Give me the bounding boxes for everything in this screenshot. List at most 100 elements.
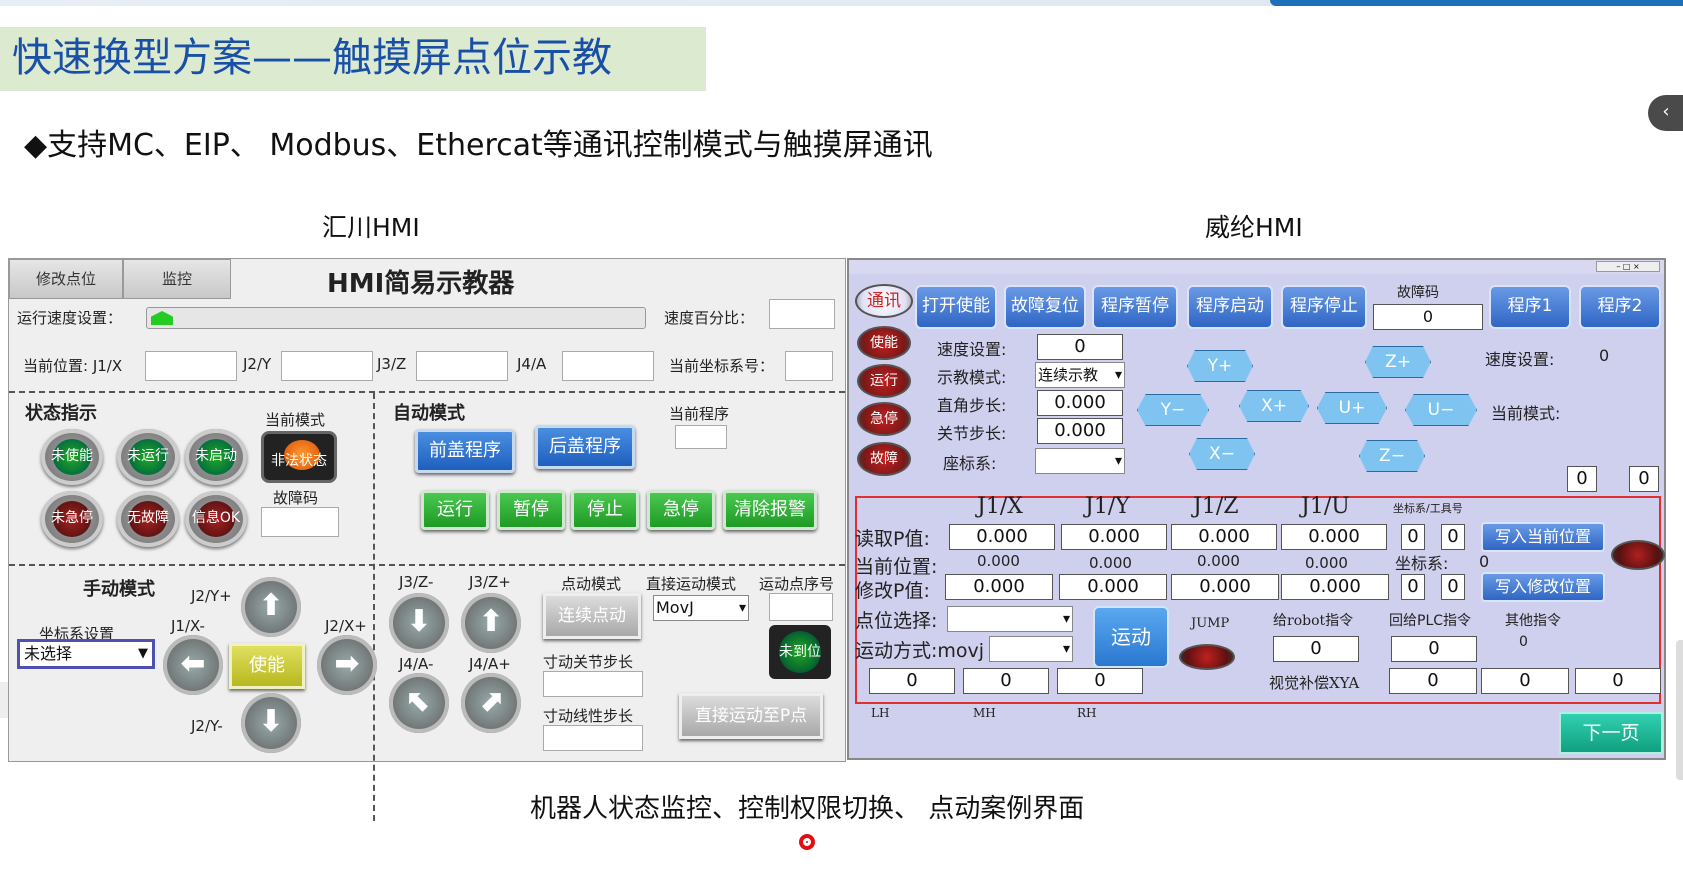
stop-button[interactable]: 停止	[571, 490, 639, 530]
speed-field[interactable]: 0	[1037, 334, 1123, 360]
jog-z-minus-button[interactable]: Z−	[1359, 440, 1425, 472]
speed-percent-field[interactable]	[769, 299, 835, 329]
modify-p-j1[interactable]: 0.000	[945, 574, 1053, 600]
arrow-up-icon: ⬆	[478, 604, 504, 639]
direct-move-select[interactable]: MovJ	[653, 595, 749, 621]
j2x-plus-label: J2/X+	[325, 617, 367, 635]
speed-percent-label: 速度百分比：	[664, 309, 755, 327]
lamp-label: 未急停	[51, 510, 93, 526]
enable-button[interactable]: 使能	[229, 643, 305, 689]
cart-step-field[interactable]: 0.000	[1037, 390, 1123, 416]
read-p-j4[interactable]: 0.000	[1281, 524, 1387, 550]
read-coord-field[interactable]: 0	[1401, 524, 1425, 550]
read-tool-field[interactable]: 0	[1441, 524, 1465, 550]
modify-tool-field[interactable]: 0	[1441, 574, 1465, 600]
jog-x-minus-button[interactable]: X−	[1189, 438, 1255, 470]
small-field-2[interactable]: 0	[1629, 466, 1659, 492]
j4-minus-button[interactable]: ⬉	[389, 673, 449, 733]
lh-field[interactable]: 0	[869, 668, 955, 694]
laser-pointer-icon	[799, 834, 815, 850]
read-p-j2[interactable]: 0.000	[1061, 524, 1167, 550]
back-cover-program-button[interactable]: 后盖程序	[535, 425, 635, 469]
j3-plus-button[interactable]: ⬆	[461, 593, 521, 653]
j4-plus-button[interactable]: ⬈	[461, 673, 521, 733]
modify-coord-field[interactable]: 0	[1401, 574, 1425, 600]
arrival-text: 未到位	[779, 644, 821, 660]
jog-mode-label: 点动模式	[561, 575, 622, 593]
continuous-jog-button[interactable]: 连续点动	[543, 593, 641, 639]
fault-code-field[interactable]	[261, 507, 339, 537]
program-stop-button[interactable]: 程序停止	[1281, 285, 1367, 329]
speed-slider[interactable]	[146, 307, 646, 329]
j3-minus-button[interactable]: ⬇	[389, 593, 449, 653]
divider	[373, 393, 375, 821]
teach-mode-select[interactable]: 连续示教	[1035, 362, 1125, 388]
collapse-chevron-icon[interactable]: ‹	[1648, 95, 1683, 131]
fault-reset-button[interactable]: 故障复位	[1004, 285, 1086, 329]
jog-left-button[interactable]: ⬅	[163, 635, 223, 695]
modify-p-j4[interactable]: 0.000	[1281, 574, 1389, 600]
open-enable-button[interactable]: 打开使能	[915, 285, 997, 329]
jog-z-plus-button[interactable]: Z+	[1365, 346, 1431, 378]
slider-thumb[interactable]	[151, 311, 173, 325]
jog-x-plus-button[interactable]: X+	[1239, 390, 1309, 422]
write-current-position-button[interactable]: 写入当前位置	[1481, 522, 1605, 552]
j2-field[interactable]	[281, 351, 373, 381]
jog-u-minus-button[interactable]: U−	[1405, 394, 1477, 426]
vision-y-field[interactable]: 0	[1481, 668, 1569, 694]
jog-y-minus-button[interactable]: Y−	[1137, 394, 1209, 426]
program-pause-button[interactable]: 程序暂停	[1092, 285, 1178, 329]
page-title: 快速换型方案——触摸屏点位示教	[12, 35, 612, 81]
current-program-field[interactable]	[675, 425, 727, 449]
rotate-ccw-icon: ⬉	[406, 684, 432, 719]
vision-a-field[interactable]: 0	[1575, 668, 1661, 694]
jog-y-plus-button[interactable]: Y+	[1187, 350, 1253, 382]
program1-button[interactable]: 程序1	[1489, 285, 1571, 329]
jog-u-plus-button[interactable]: U+	[1317, 392, 1387, 424]
joint-step-field[interactable]: 0.000	[1037, 418, 1123, 444]
modify-p-j3[interactable]: 0.000	[1171, 574, 1279, 600]
read-p-j3[interactable]: 0.000	[1171, 524, 1277, 550]
fault-code-field[interactable]: 0	[1373, 304, 1483, 330]
rh-field[interactable]: 0	[1057, 668, 1143, 694]
j4-field[interactable]	[562, 351, 654, 381]
motion-mode-select[interactable]	[989, 636, 1073, 662]
front-cover-program-button[interactable]: 前盖程序	[415, 429, 515, 473]
jog-down-button[interactable]: ⬇	[241, 693, 301, 753]
col-header-j1x: J1/X	[977, 494, 1023, 519]
j1-field[interactable]	[145, 351, 237, 381]
jog-linear-step-field[interactable]	[543, 725, 643, 751]
window-controls-icon[interactable]: – □ ×	[1596, 261, 1660, 272]
program-start-button[interactable]: 程序启动	[1187, 285, 1273, 329]
move-point-field[interactable]	[769, 593, 833, 621]
estop-button[interactable]: 急停	[647, 490, 715, 530]
j4-label: J4/A	[517, 355, 547, 373]
j4a-minus-label: J4/A-	[399, 655, 434, 673]
plc-cmd-field[interactable]: 0	[1391, 636, 1477, 662]
jog-right-button[interactable]: ➡	[317, 635, 377, 695]
coord-select[interactable]	[1035, 448, 1125, 474]
pause-button[interactable]: 暂停	[497, 490, 565, 530]
right-edge-scrollbar[interactable]	[1676, 640, 1683, 780]
coord-setting-select[interactable]: 未选择▼	[17, 639, 155, 669]
direct-move-to-p-button[interactable]: 直接运动至P点	[679, 693, 823, 739]
clear-alarm-button[interactable]: 清除报警	[723, 490, 817, 530]
current-coord-field[interactable]	[785, 351, 833, 381]
vision-x-field[interactable]: 0	[1389, 668, 1477, 694]
next-page-button[interactable]: 下一页	[1559, 712, 1663, 754]
tab-monitor[interactable]: 监控	[123, 259, 231, 299]
mh-field[interactable]: 0	[963, 668, 1049, 694]
motion-button[interactable]: 运动	[1093, 606, 1169, 668]
robot-cmd-field[interactable]: 0	[1273, 636, 1359, 662]
point-select[interactable]	[947, 606, 1073, 632]
jog-joint-step-field[interactable]	[543, 671, 643, 697]
tab-modify-point[interactable]: 修改点位	[9, 259, 123, 299]
read-p-j1[interactable]: 0.000	[949, 524, 1055, 550]
jog-up-button[interactable]: ⬆	[241, 577, 301, 637]
modify-p-j2[interactable]: 0.000	[1059, 574, 1167, 600]
write-modify-position-button[interactable]: 写入修改位置	[1481, 572, 1605, 602]
run-button[interactable]: 运行	[421, 490, 489, 530]
j3-field[interactable]	[416, 351, 508, 381]
program2-button[interactable]: 程序2	[1579, 285, 1661, 329]
small-field-1[interactable]: 0	[1567, 466, 1597, 492]
